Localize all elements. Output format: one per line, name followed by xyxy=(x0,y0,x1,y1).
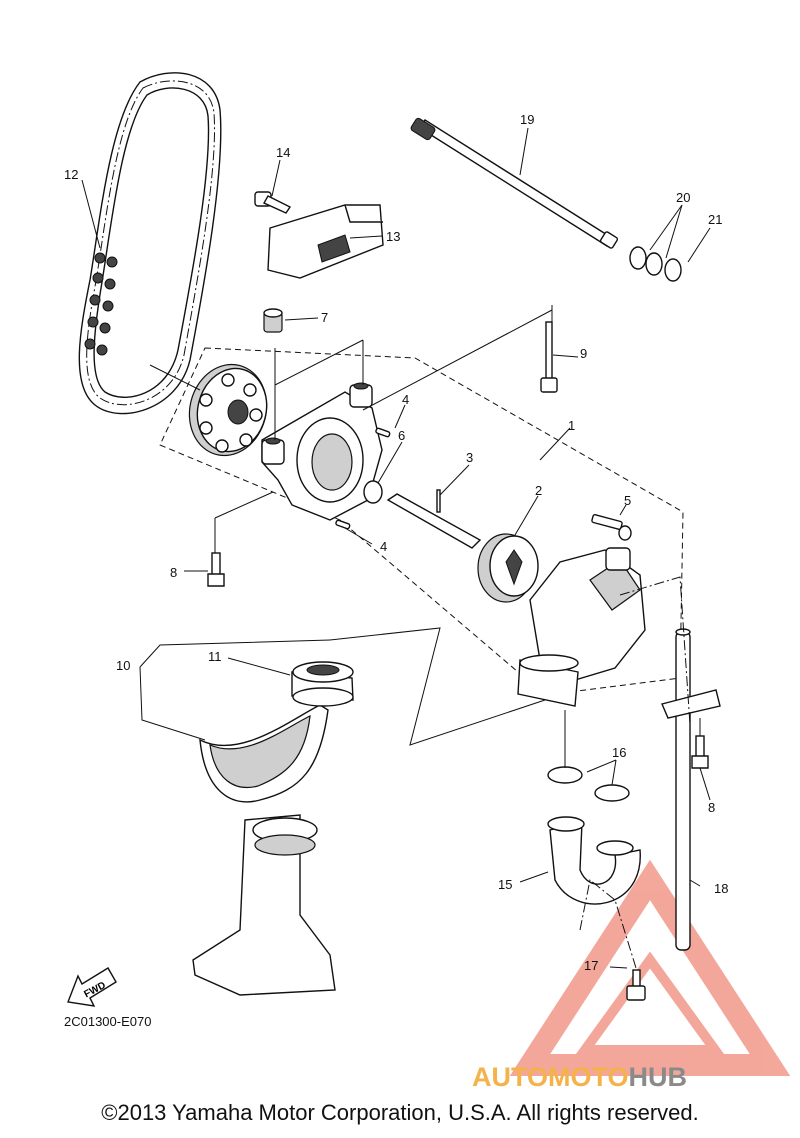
watermark-part2: HUB xyxy=(629,1062,688,1092)
oil-strainer xyxy=(192,704,336,996)
label-part-21: 21 xyxy=(708,212,722,227)
collar xyxy=(263,308,283,333)
watermark-part1: AUTOMOTO xyxy=(472,1062,629,1092)
label-part-16: 16 xyxy=(612,745,626,760)
chain-guide xyxy=(267,204,384,279)
oil-pipe xyxy=(661,628,721,951)
drive-sprocket xyxy=(188,363,268,457)
pump-rotor xyxy=(477,533,539,603)
watermark-text: AUTOMOTOHUB xyxy=(472,1062,687,1092)
strainer-seal xyxy=(291,661,354,707)
oil-pump-body xyxy=(261,382,383,521)
elbow-pipe xyxy=(547,816,641,905)
leader-lines xyxy=(81,127,711,969)
label-part-17: 17 xyxy=(584,958,598,973)
cam-chain xyxy=(78,72,222,415)
o-ring-16b xyxy=(594,784,630,802)
label-part-1: 1 xyxy=(568,418,575,433)
label-part-2: 2 xyxy=(535,483,542,498)
label-part-5: 5 xyxy=(624,493,631,508)
pump-shaft xyxy=(386,489,482,549)
flange-bolt-left xyxy=(207,552,225,587)
label-part-10: 10 xyxy=(116,658,130,673)
label-part-7: 7 xyxy=(321,310,328,325)
guide-bolt xyxy=(254,191,292,214)
label-part-20: 20 xyxy=(676,190,690,205)
label-part-13: 13 xyxy=(386,229,400,244)
pump-cover xyxy=(517,547,646,707)
label-part-3: 3 xyxy=(466,450,473,465)
elbow-bolt xyxy=(626,969,646,1001)
o-ring-6 xyxy=(363,480,383,504)
fwd-arrow-icon: FWD xyxy=(67,967,117,1007)
label-part-6: 6 xyxy=(398,428,405,443)
part-labels: 1 2 3 4 4 5 6 7 8 8 9 10 11 12 13 14 15 … xyxy=(64,112,728,973)
label-part-8a: 8 xyxy=(170,565,177,580)
shaft-o-rings xyxy=(629,246,682,282)
dowel-pins xyxy=(335,427,391,530)
label-part-12: 12 xyxy=(64,167,78,182)
diagram-reference-code: 2C01300-E070 xyxy=(64,1014,152,1029)
o-ring-16a xyxy=(547,766,583,784)
cover-bolt xyxy=(591,514,632,541)
label-part-11: 11 xyxy=(208,649,222,664)
label-part-4a: 4 xyxy=(402,392,409,407)
long-bolt xyxy=(540,321,558,393)
drive-shaft xyxy=(410,117,619,249)
copyright-notice: ©2013 Yamaha Motor Corporation, U.S.A. A… xyxy=(101,1100,699,1125)
label-part-15: 15 xyxy=(498,877,512,892)
label-part-8b: 8 xyxy=(708,800,715,815)
label-part-14: 14 xyxy=(276,145,290,160)
flange-bolt-right xyxy=(691,735,709,769)
watermark-logo-icon xyxy=(509,859,791,1076)
label-part-18: 18 xyxy=(714,881,728,896)
label-part-19: 19 xyxy=(520,112,534,127)
label-part-9: 9 xyxy=(580,346,587,361)
label-part-4b: 4 xyxy=(380,539,387,554)
